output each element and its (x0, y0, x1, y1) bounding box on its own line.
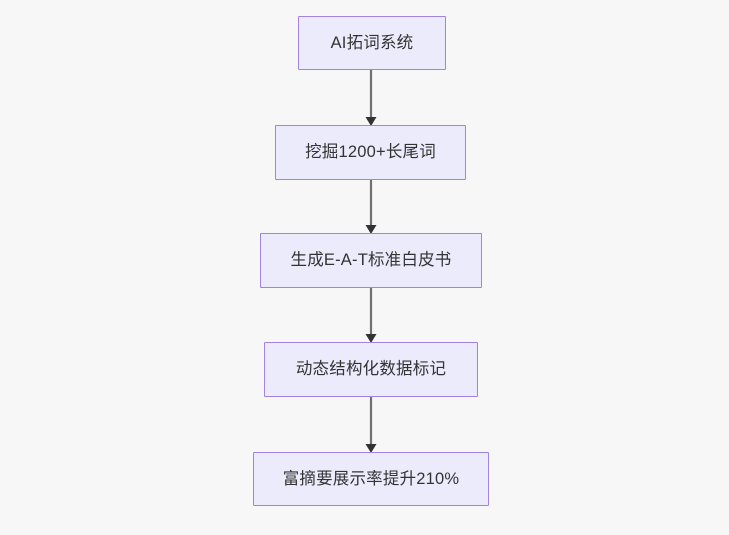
flow-node-dynamic-structured-data-markup[interactable]: 动态结构化数据标记 (264, 342, 478, 397)
edge-n4-n5 (365, 397, 377, 453)
flow-node-generate-eat-whitepaper[interactable]: 生成E-A-T标准白皮书 (260, 233, 482, 288)
flow-node-rich-snippet-impression-uplift[interactable]: 富摘要展示率提升210% (253, 452, 489, 506)
flow-node-label: 富摘要展示率提升210% (282, 469, 460, 488)
edge-n3-n4 (365, 288, 377, 343)
flow-node-label: 动态结构化数据标记 (295, 360, 447, 379)
edge-n2-n3 (365, 180, 377, 234)
flow-node-label: 生成E-A-T标准白皮书 (290, 251, 452, 270)
edge-n1-n2 (365, 70, 377, 126)
flow-node-ai-keyword-system[interactable]: AI拓词系统 (298, 16, 446, 70)
flow-node-mine-longtail-keywords[interactable]: 挖掘1200+长尾词 (275, 125, 466, 180)
flow-node-label: 挖掘1200+长尾词 (305, 143, 436, 162)
flow-node-label: AI拓词系统 (330, 33, 414, 52)
